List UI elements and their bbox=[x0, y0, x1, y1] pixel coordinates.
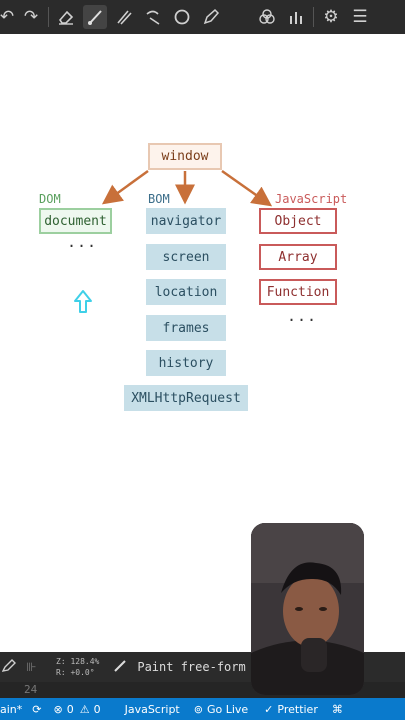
eraser-icon[interactable] bbox=[54, 5, 78, 29]
js-item-object: Object bbox=[259, 208, 337, 234]
arrows-layer bbox=[101, 169, 273, 207]
shape-icon[interactable] bbox=[170, 5, 194, 29]
go-live-button[interactable]: Go Live bbox=[206, 702, 249, 716]
dom-label: DOM bbox=[39, 192, 61, 206]
undo-icon[interactable]: ↶ bbox=[0, 7, 15, 27]
warning-count[interactable]: 0 bbox=[93, 702, 101, 716]
brush-icon[interactable] bbox=[83, 5, 107, 29]
js-item-function: Function bbox=[259, 279, 337, 305]
presenter-video-icon bbox=[251, 523, 364, 695]
toolbar-divider bbox=[48, 7, 49, 27]
gear-icon[interactable]: ⚙ bbox=[323, 7, 339, 27]
bom-item-navigator: navigator bbox=[146, 208, 226, 234]
dom-ellipsis: ... bbox=[67, 233, 98, 251]
lasso-icon[interactable] bbox=[141, 5, 165, 29]
language-mode[interactable]: JavaScript bbox=[124, 702, 180, 716]
bom-item-xmlhttprequest: XMLHttpRequest bbox=[124, 385, 248, 411]
bom-item-screen: screen bbox=[146, 244, 226, 270]
sync-icon[interactable]: ⟳ bbox=[32, 702, 42, 716]
redo-icon[interactable]: ↷ bbox=[23, 7, 39, 27]
style-icon[interactable] bbox=[284, 5, 308, 29]
js-ellipsis: ... bbox=[287, 307, 318, 325]
bom-item-frames: frames bbox=[146, 315, 226, 341]
pen-settings-icon[interactable] bbox=[1, 658, 16, 677]
vscode-statusbar: ain* ⟳ ⊗ 0 ⚠ 0 JavaScript ⊚ Go Live ✓ Pr… bbox=[0, 698, 405, 720]
error-count[interactable]: 0 bbox=[66, 702, 74, 716]
layers-icon[interactable] bbox=[255, 5, 279, 29]
javascript-label: JavaScript bbox=[275, 192, 348, 206]
dom-item-document: document bbox=[39, 208, 112, 234]
branch-name[interactable]: ain* bbox=[0, 702, 23, 716]
highlighter-icon[interactable] bbox=[112, 5, 136, 29]
webcam-overlay bbox=[251, 523, 364, 695]
drawing-toolbar: ↶ ↷ ⚙ ☰ bbox=[0, 0, 405, 34]
error-icon[interactable]: ⊗ bbox=[53, 702, 63, 716]
bom-item-location: location bbox=[146, 279, 226, 305]
feedback-icon[interactable]: ⌘ bbox=[331, 702, 343, 716]
arrow-to-js bbox=[221, 169, 273, 207]
grid-snap-icon[interactable]: ⊪ bbox=[26, 660, 37, 674]
line-number: 24 bbox=[24, 683, 38, 696]
rotation-value: R: +0.0° bbox=[56, 668, 95, 677]
pen-icon[interactable] bbox=[199, 5, 223, 29]
zoom-readout: Z: 128.4% R: +0.0° bbox=[56, 656, 99, 678]
menu-icon[interactable]: ☰ bbox=[352, 7, 368, 27]
js-item-array: Array bbox=[259, 244, 337, 270]
toolbar-divider bbox=[313, 7, 314, 27]
arrow-to-dom bbox=[101, 169, 149, 205]
cursor-icon bbox=[74, 290, 92, 313]
broadcast-icon: ⊚ bbox=[193, 702, 203, 716]
brush-tool-icon bbox=[113, 658, 127, 677]
bom-item-history: history bbox=[146, 350, 226, 376]
window-node: window bbox=[148, 143, 222, 170]
bom-label: BOM bbox=[148, 192, 170, 206]
check-icon: ✓ bbox=[264, 702, 274, 716]
warning-icon[interactable]: ⚠ bbox=[79, 702, 90, 716]
prettier-button[interactable]: Prettier bbox=[277, 702, 318, 716]
zoom-value: Z: 128.4% bbox=[56, 657, 100, 666]
